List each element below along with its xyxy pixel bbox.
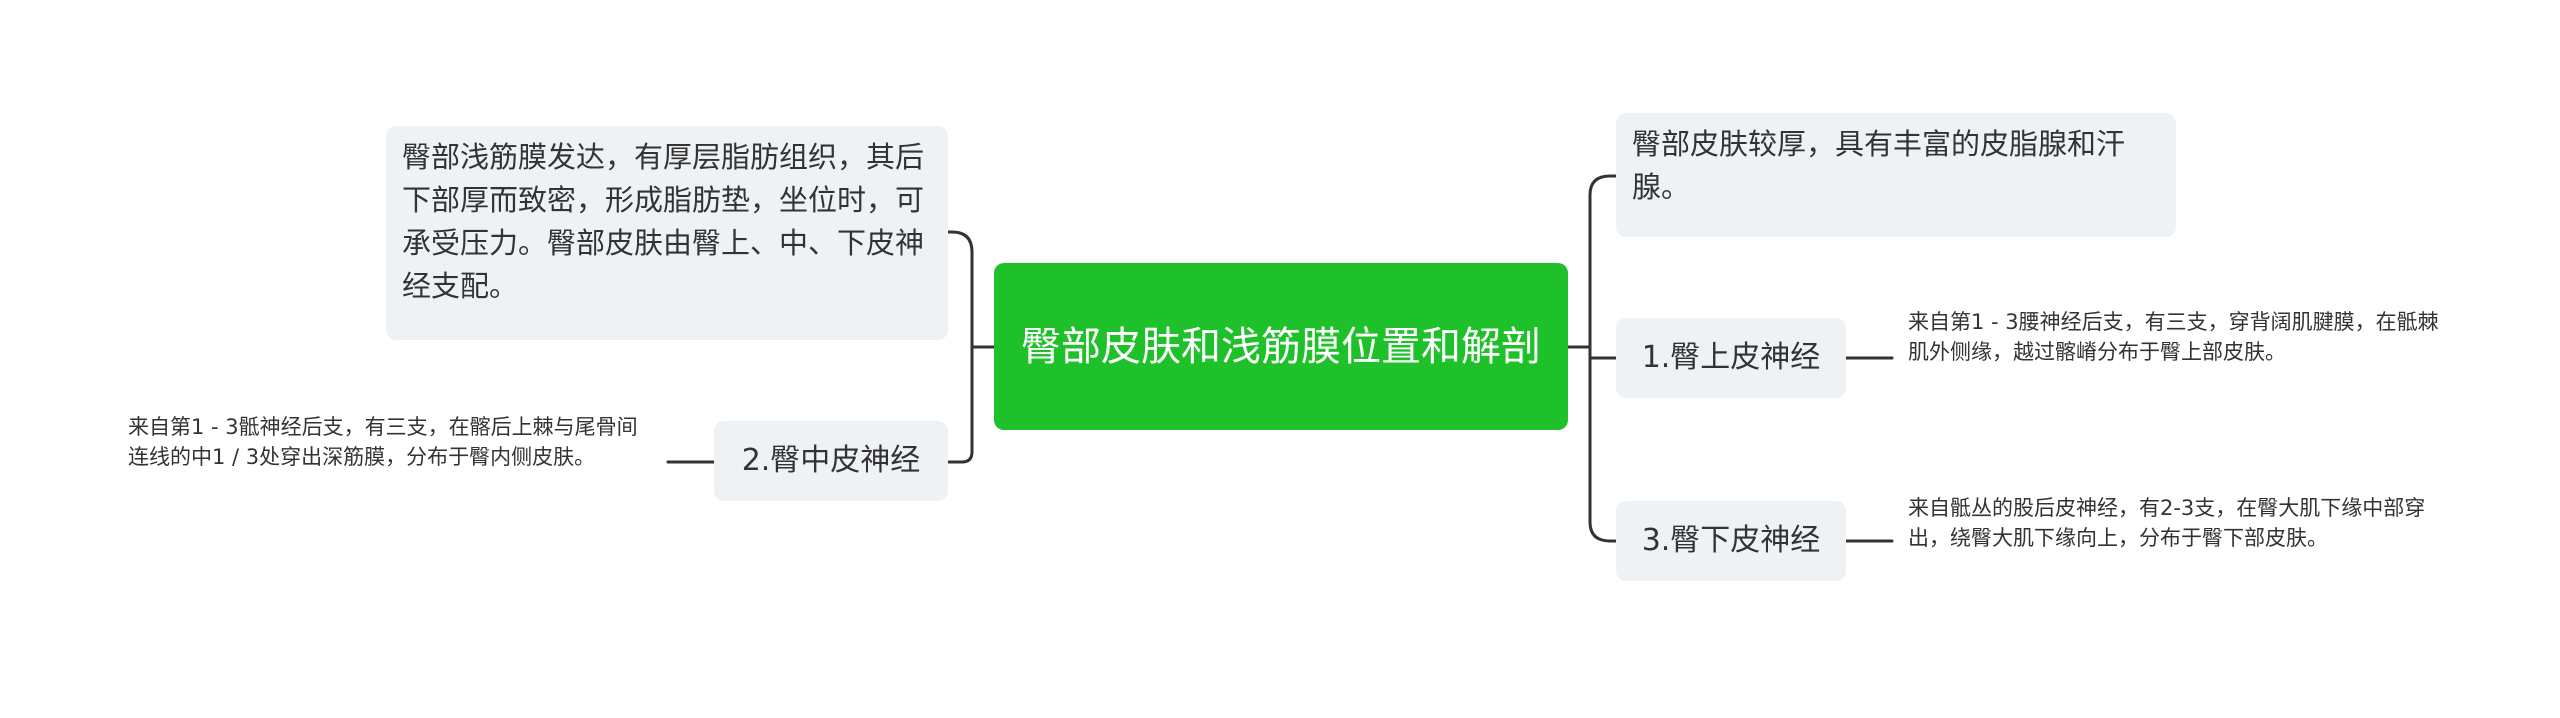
superior-cluneal-nerve-node[interactable]: 1.臀上皮神经 bbox=[1616, 318, 1846, 398]
superior-cluneal-nerve-detail: 来自第1 - 3腰神经后支，有三支，穿背阔肌腱膜，在骶棘肌外侧缘，越过髂嵴分布于… bbox=[1908, 307, 2448, 367]
superior-cluneal-nerve-detail-text: 来自第1 - 3腰神经后支，有三支，穿背阔肌腱膜，在骶棘肌外侧缘，越过髂嵴分布于… bbox=[1908, 310, 2439, 364]
inferior-cluneal-nerve-detail: 来自骶丛的股后皮神经，有2-3支，在臀大肌下缘中部穿出，绕臀大肌下缘向上，分布于… bbox=[1908, 493, 2448, 553]
connector-left-middle bbox=[946, 450, 974, 464]
middle-cluneal-nerve-detail-text: 来自第1 - 3骶神经后支，有三支，在髂后上棘与尾骨间连线的中1 / 3处穿出深… bbox=[128, 415, 638, 469]
root-topic[interactable]: 臀部皮肤和浅筋膜位置和解剖 bbox=[994, 263, 1568, 430]
inferior-cluneal-nerve-label: 3.臀下皮神经 bbox=[1641, 523, 1821, 558]
skin-description-text: 臀部皮肤较厚，具有丰富的皮脂腺和汗腺。 bbox=[1632, 127, 2126, 204]
middle-cluneal-nerve-node[interactable]: 2.臀中皮神经 bbox=[714, 421, 948, 501]
connector-left-fascia bbox=[946, 230, 974, 254]
superior-cluneal-nerve-label: 1.臀上皮神经 bbox=[1641, 340, 1821, 375]
fascia-description-node[interactable]: 臀部浅筋膜发达，有厚层脂肪组织，其后下部厚而致密，形成脂肪垫，坐位时，可承受压力… bbox=[386, 126, 948, 340]
inferior-cluneal-nerve-detail-text: 来自骶丛的股后皮神经，有2-3支，在臀大肌下缘中部穿出，绕臀大肌下缘向上，分布于… bbox=[1908, 496, 2426, 550]
middle-cluneal-nerve-detail: 来自第1 - 3骶神经后支，有三支，在髂后上棘与尾骨间连线的中1 / 3处穿出深… bbox=[128, 412, 648, 472]
skin-description-node[interactable]: 臀部皮肤较厚，具有丰富的皮脂腺和汗腺。 bbox=[1616, 113, 2176, 237]
inferior-cluneal-nerve-node[interactable]: 3.臀下皮神经 bbox=[1616, 501, 1846, 581]
fascia-description-text: 臀部浅筋膜发达，有厚层脂肪组织，其后下部厚而致密，形成脂肪垫，坐位时，可承受压力… bbox=[402, 140, 925, 303]
root-topic-label: 臀部皮肤和浅筋膜位置和解剖 bbox=[1021, 323, 1541, 370]
connector-right-skin bbox=[1588, 174, 1618, 197]
connector-right-lower bbox=[1588, 520, 1618, 543]
middle-cluneal-nerve-label: 2.臀中皮神经 bbox=[741, 443, 921, 478]
